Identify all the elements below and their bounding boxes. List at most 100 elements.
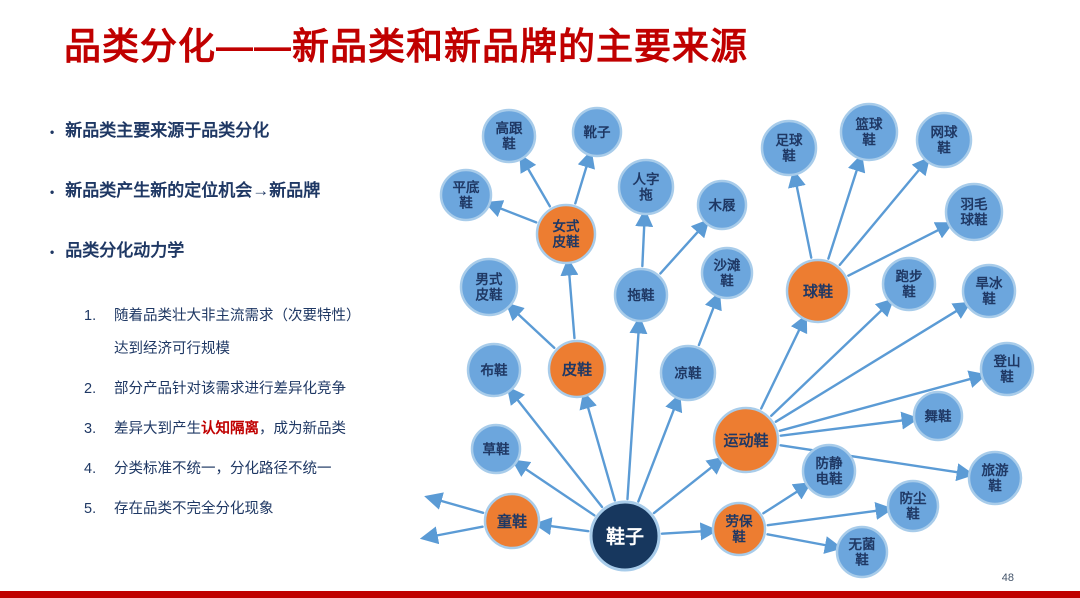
node-tuoxie: 拖鞋 (613, 267, 669, 323)
node-label: 鞋 (855, 552, 869, 568)
node-label: 鞋 (1000, 369, 1014, 385)
bullet-text: 品类分化动力学 (65, 241, 185, 260)
page-number: 48 (1001, 572, 1014, 584)
bullet-text: 新品类产生新的定位机会→新品牌 (65, 181, 321, 200)
node-circle (571, 106, 623, 158)
node-label: 皮鞋 (476, 287, 503, 303)
edge-arrow (697, 291, 722, 347)
edge-arrow (579, 390, 616, 502)
node-label: 沙滩 (714, 257, 742, 273)
node-dengshanxie: 登山鞋 (979, 341, 1035, 397)
node-label: 篮球 (855, 116, 884, 132)
dynamics-item-text: 存在品类不完全分化现象 (114, 501, 274, 517)
node-label: 皮鞋 (553, 234, 581, 250)
node-label: 凉鞋 (675, 365, 703, 381)
node-label: 鞋 (906, 506, 920, 522)
dynamics-item-number: 4. (84, 461, 97, 477)
node-laobaoxie: 劳保鞋 (711, 501, 767, 557)
node-label: 跑步 (896, 268, 923, 284)
node-label: 鞋 (982, 291, 996, 307)
node-pingdixie: 平底鞋 (439, 168, 493, 222)
node-fangchenxie: 防尘鞋 (886, 479, 940, 533)
node-label: 电鞋 (816, 471, 844, 487)
bullet-item: •新品类主要来源于品类分化 (50, 120, 452, 143)
node-label: 鞋 (732, 529, 746, 545)
dynamics-item-number: 1. (84, 308, 97, 324)
node-circle (589, 500, 661, 572)
node-renzituo: 人字拖 (617, 158, 675, 216)
node-label: 旱冰 (976, 275, 1004, 291)
node-label: 女式 (553, 218, 581, 234)
node-label: 男式 (476, 271, 503, 287)
node-circle (547, 339, 607, 399)
dynamics-item-number: 2. (84, 381, 97, 397)
node-circle (881, 256, 937, 312)
node-label: 人字 (633, 171, 660, 187)
edge-arrow (635, 208, 654, 268)
node-label: 足球 (776, 132, 804, 148)
dynamics-item: 5.存在品类不完全分化现象 (84, 493, 452, 526)
edge-arrow (484, 200, 538, 224)
node-buxie: 布鞋 (466, 342, 522, 398)
node-label: 劳保 (726, 513, 754, 529)
bullet-dot: • (50, 125, 55, 139)
node-lvyouxie: 旅游鞋 (967, 450, 1023, 506)
node-circle (470, 423, 522, 475)
node-xuezi: 靴子 (571, 106, 623, 158)
node-shatanxie: 沙滩鞋 (700, 246, 754, 300)
dynamics-item: 4. 分类标准不统一，分化路径不统一 (84, 453, 452, 486)
edge-arrow (519, 153, 552, 208)
bullet-item: • 品类分化动力学 (50, 240, 452, 263)
node-label: 鞋 (502, 136, 516, 152)
edges-layer (419, 149, 988, 554)
node-label: 鞋 (988, 478, 1002, 494)
node-pixie: 皮鞋 (547, 339, 607, 399)
node-circle (712, 406, 780, 474)
dynamics-item-text: 差异大到产生认知隔离，成为新品类 (114, 421, 346, 437)
node-circle (439, 168, 493, 222)
edge-arrow (774, 301, 972, 423)
dynamics-item-text: 分类标准不统一，分化路径不统一 (114, 461, 332, 477)
edge-arrow (827, 153, 866, 260)
node-circle (886, 479, 940, 533)
bullet-dot: • (50, 245, 55, 259)
left-panel: •新品类主要来源于品类分化•新品类产生新的定位机会→新品牌•品类分化动力学 1.… (50, 120, 452, 533)
bullet-dot: • (50, 185, 55, 199)
node-gaogenxie: 高跟鞋 (481, 108, 537, 164)
node-label: 鞋 (782, 148, 796, 164)
edge-arrow (770, 298, 895, 418)
edge-arrow (626, 315, 648, 501)
edge-arrow (660, 522, 719, 541)
node-tongxie: 童鞋 (483, 492, 541, 550)
node-label: 羽毛 (961, 196, 989, 212)
node-circle (617, 158, 675, 216)
node-label: 鞋 (937, 140, 951, 156)
edge-arrow (838, 156, 931, 267)
node-label: 木屐 (708, 197, 737, 213)
node-paobuxie: 跑步鞋 (881, 256, 937, 312)
node-label: 鞋 (459, 195, 473, 211)
edge-arrow (533, 517, 590, 536)
edge-arrow (574, 149, 595, 205)
bullet-list: •新品类主要来源于品类分化•新品类产生新的定位机会→新品牌•品类分化动力学 (50, 120, 452, 263)
node-lanqiuxie: 篮球鞋 (839, 102, 899, 162)
dynamics-item: 1.随着品类壮大非主流需求（次要特性）达到经济可行规模 (84, 300, 452, 366)
edge-arrow (788, 169, 813, 259)
node-wuxie: 舞鞋 (912, 390, 964, 442)
edge-arrow (762, 482, 812, 515)
node-circle (915, 111, 973, 169)
footer-bar (0, 591, 1080, 598)
node-caoxie: 草鞋 (470, 423, 522, 475)
node-label: 鞋 (720, 273, 734, 289)
nodes-layer: 高跟鞋靴子平底鞋女式皮鞋男式皮鞋人字拖木屐沙滩鞋拖鞋足球鞋篮球鞋网球鞋羽毛球鞋球… (439, 102, 1035, 579)
node-hanbingxie: 旱冰鞋 (961, 263, 1017, 319)
node-circle (659, 344, 717, 402)
edge-arrow (766, 502, 894, 527)
node-liangxie: 凉鞋 (659, 344, 717, 402)
edge-arrow (760, 314, 808, 410)
node-wangqiuxie: 网球鞋 (915, 111, 973, 169)
